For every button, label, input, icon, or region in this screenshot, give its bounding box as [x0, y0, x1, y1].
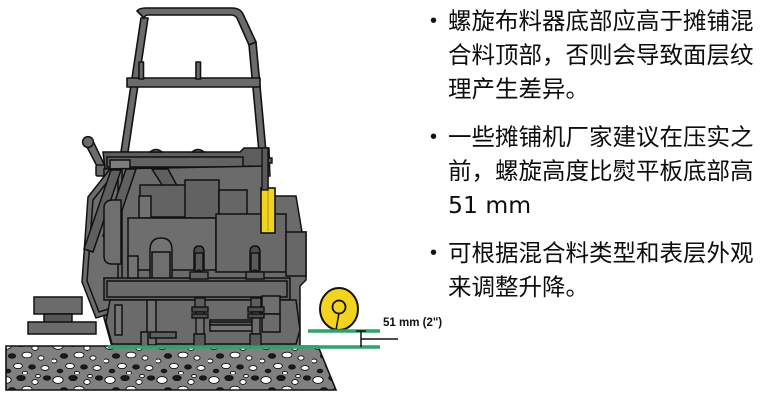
auger-spreader [319, 287, 359, 331]
left-step-platform [27, 296, 97, 335]
bullet-text: 螺旋布料器底部应高于摊铺混合料顶部，否则会导致面层纹理产生差异。 [448, 7, 754, 103]
operator-control-lever [81, 135, 111, 177]
list-item: • 一些摊铺机厂家建议在压实之前，螺旋高度比熨平板底部高 51 mm [418, 120, 760, 222]
screed-lift-cylinder [260, 147, 276, 234]
canopy-rops-frame [120, 7, 267, 153]
list-item: • 可根据混合料类型和表层外观来调整升降。 [418, 236, 760, 304]
bullet-text: 可根据混合料类型和表层外观来调整升降。 [448, 239, 754, 301]
list-item: • 螺旋布料器底部应高于摊铺混合料顶部，否则会导致面层纹理产生差异。 [418, 4, 760, 106]
dimension-label: 51 mm (2") [383, 317, 443, 329]
hydraulic-cylinders [189, 245, 265, 347]
asphalt-mat-layer [5, 345, 338, 391]
bullet-text: 一些摊铺机厂家建议在压实之前，螺旋高度比熨平板底部高 51 mm [448, 123, 754, 219]
bullet-list: • 螺旋布料器底部应高于摊铺混合料顶部，否则会导致面层纹理产生差异。 • 一些摊… [418, 0, 760, 414]
bullet-marker-icon: • [430, 242, 438, 264]
paver-diagram-panel: 51 mm (2") [5, 7, 442, 391]
bullet-marker-icon: • [430, 126, 438, 148]
dimension-arrow [356, 330, 398, 347]
paver-cross-section-svg [5, 7, 398, 391]
bullet-marker-icon: • [430, 10, 438, 32]
